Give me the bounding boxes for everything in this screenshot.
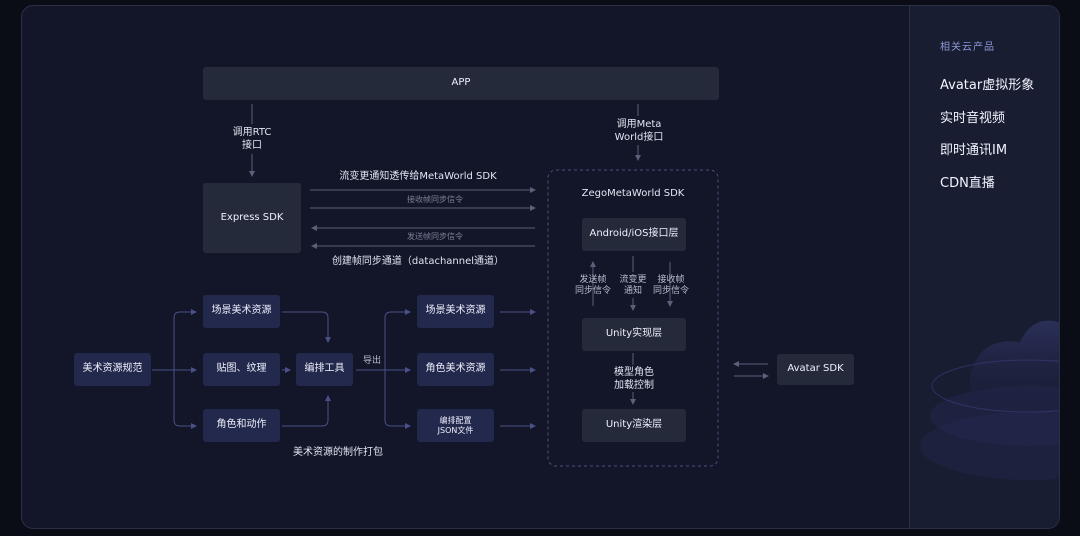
scene-art-output-node: 场景美术资源 xyxy=(417,295,494,328)
msg-send-label: 发送帧同步信令 xyxy=(407,232,463,241)
art-spec-node: 美术资源规范 xyxy=(74,353,151,386)
msg-notify-label: 流变更通知透传给MetaWorld SDK xyxy=(339,171,497,182)
sidebar-item-im[interactable]: 即时通讯IM xyxy=(940,143,1008,158)
tool-export-top xyxy=(384,309,411,370)
config-json-node: 编排配置 JSON文件 xyxy=(417,409,494,442)
app-node: APP xyxy=(203,67,719,100)
msg-create-label: 创建帧同步通道（datachannel通道） xyxy=(331,256,505,267)
sub-notify-label: 流变更 通知 xyxy=(619,275,647,297)
char-to-tool xyxy=(282,395,331,427)
zego-container xyxy=(547,169,719,467)
edit-tool-node: 编排工具 xyxy=(296,353,353,386)
sidebar-title: 相关云产品 xyxy=(940,42,995,53)
sub-recv-label: 接收帧 同步信令 xyxy=(652,275,689,297)
scene-to-tool xyxy=(282,311,331,343)
char-art-output-node: 角色美术资源 xyxy=(417,353,494,386)
unity-impl-node: Unity实现层 xyxy=(582,318,686,351)
tool-export-bottom xyxy=(384,370,411,429)
sidebar-item-cdn[interactable]: CDN直播 xyxy=(940,176,995,191)
sub-send-label: 发送帧 同步信令 xyxy=(574,275,611,297)
cloud-decoration xyxy=(920,320,1059,480)
spec-arrow-top xyxy=(173,309,197,370)
character-motion-node: 角色和动作 xyxy=(203,409,280,442)
spec-arrow-bottom xyxy=(173,370,197,429)
texture-node: 贴图、纹理 xyxy=(203,353,280,386)
avatar-sdk-node: Avatar SDK xyxy=(777,354,854,385)
meta-call-label: 调用Meta World接口 xyxy=(614,119,664,143)
packaging-label: 美术资源的制作打包 xyxy=(293,447,383,458)
unity-render-node: Unity渲染层 xyxy=(582,409,686,442)
msg-recv-label: 接收帧同步信令 xyxy=(407,195,463,204)
rtc-call-label: 调用RTC 接口 xyxy=(232,127,272,151)
sidebar: 相关云产品 Avatar虚拟形象 实时音视频 即时通讯IM CDN直播 xyxy=(909,6,1059,528)
scene-art-source-node: 场景美术资源 xyxy=(203,295,280,328)
sidebar-item-rtc[interactable]: 实时音视频 xyxy=(940,111,1006,126)
model-ctrl-label: 模型角色 加载控制 xyxy=(614,367,654,391)
sidebar-item-avatar[interactable]: Avatar虚拟形象 xyxy=(940,78,1035,93)
zego-title: ZegoMetaWorld SDK xyxy=(581,188,685,199)
platform-layer-node: Android/iOS接口层 xyxy=(582,218,686,251)
export-label: 导出 xyxy=(362,356,381,366)
express-sdk-node: Express SDK xyxy=(203,183,301,253)
